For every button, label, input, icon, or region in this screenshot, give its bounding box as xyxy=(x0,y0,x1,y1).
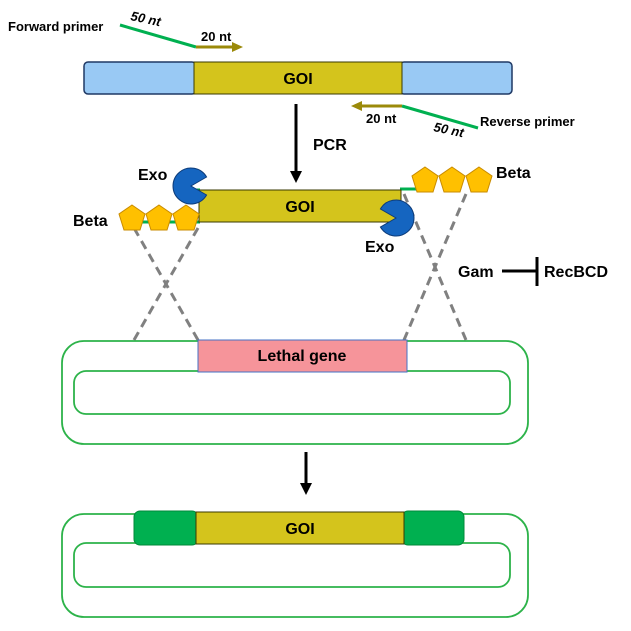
beta-right-label: Beta xyxy=(496,165,531,182)
forward-primer-arrowhead xyxy=(232,42,243,52)
template-goi-label: GOI xyxy=(283,71,312,88)
pcr-product-goi-label: GOI xyxy=(285,199,314,216)
beta-right-icon xyxy=(411,166,493,193)
result-arrowhead xyxy=(300,483,312,495)
template-goi-box xyxy=(193,61,403,95)
result-right-homology-box xyxy=(401,510,465,546)
reverse-20nt-label: 20 nt xyxy=(366,111,397,126)
result-goi-box xyxy=(195,511,405,545)
forward-20nt-label: 20 nt xyxy=(201,29,232,44)
beta-left-icon xyxy=(118,204,200,231)
left-crossover-line-b xyxy=(132,227,200,341)
beta-left-label: Beta xyxy=(73,213,108,230)
template-right-flank xyxy=(399,61,513,95)
target-plasmid-inner xyxy=(73,370,511,415)
reverse-primer-arrowhead xyxy=(351,101,362,111)
exo-left-label: Exo xyxy=(138,167,168,184)
template-left-flank xyxy=(83,61,197,95)
pcr-product-goi-box xyxy=(198,189,402,223)
result-plasmid-inner xyxy=(73,542,511,588)
reverse-50nt-label: 50 nt xyxy=(432,119,465,140)
pcr-arrowhead xyxy=(290,171,302,183)
result-left-homology-box xyxy=(133,510,199,546)
reverse-primer-label: Reverse primer xyxy=(480,114,575,129)
forward-primer-label: Forward primer xyxy=(8,19,103,34)
recbcd-label: RecBCD xyxy=(544,264,608,281)
result-goi-label: GOI xyxy=(285,521,314,538)
forward-primer-50nt-tail xyxy=(119,23,197,49)
lethal-gene-label: Lethal gene xyxy=(258,348,347,365)
exo-right-icon xyxy=(379,199,415,237)
exo-right-label: Exo xyxy=(365,239,395,256)
pcr-label: PCR xyxy=(313,137,347,154)
forward-50nt-label: 50 nt xyxy=(129,8,162,29)
reverse-primer-50nt-tail xyxy=(401,104,479,130)
lethal-gene-box xyxy=(197,339,408,373)
right-crossover-line-b xyxy=(402,193,468,341)
gam-label: Gam xyxy=(458,264,494,281)
exo-left-icon xyxy=(172,167,208,205)
